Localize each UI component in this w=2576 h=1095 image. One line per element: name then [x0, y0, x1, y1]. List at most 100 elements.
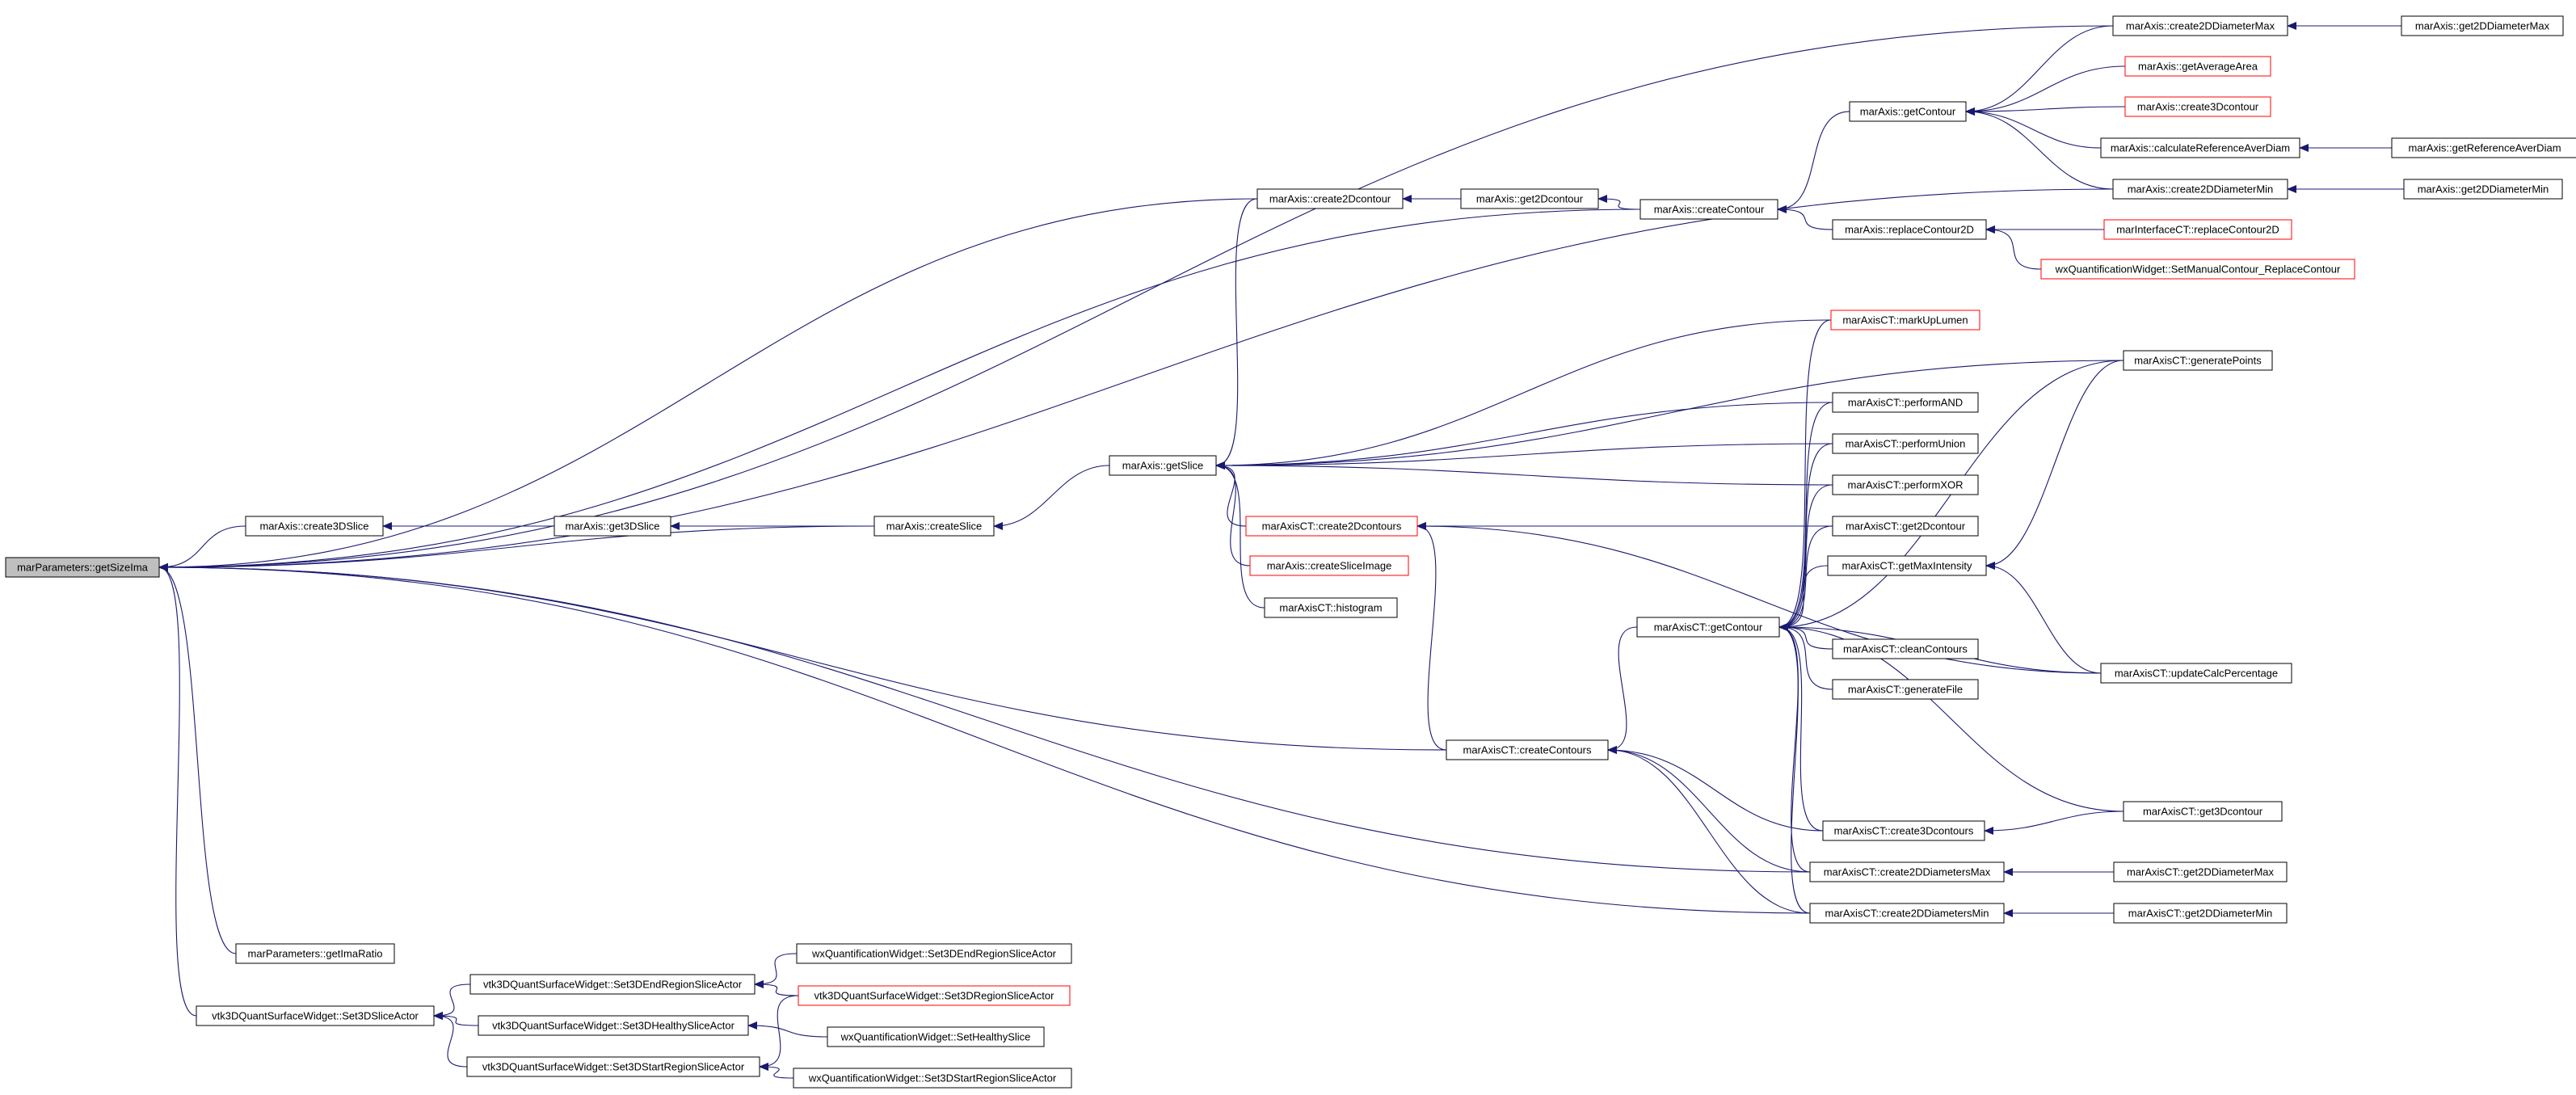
function-node-create2dcontour[interactable]: marAxis::create2Dcontour [1256, 188, 1404, 209]
node-box[interactable] [466, 1056, 760, 1077]
function-node-getrefaverdiam[interactable]: marAxis::getReferenceAverDiam [2391, 137, 2576, 158]
function-node-ctgetmaxintensity[interactable]: marAxisCT::getMaxIntensity [1827, 555, 1987, 576]
node-box[interactable] [2113, 861, 2288, 882]
node-box[interactable] [1460, 188, 1599, 209]
function-node-getsizeima[interactable]: marParameters::getSizeIma [5, 557, 160, 578]
node-box[interactable] [2391, 137, 2576, 158]
node-box[interactable] [2403, 179, 2563, 200]
function-node-ctperformxor[interactable]: marAxisCT::performXOR [1832, 474, 1979, 495]
function-node-createsliceimage[interactable]: marAxis::createSliceImage [1249, 555, 1409, 576]
node-box[interactable] [1832, 679, 1979, 700]
node-box[interactable] [2113, 903, 2288, 924]
function-node-get2dcontour[interactable]: marAxis::get2Dcontour [1460, 188, 1599, 209]
node-box[interactable] [235, 943, 395, 964]
function-node-getaveragearea[interactable]: marAxis::getAverageArea [2124, 56, 2271, 77]
function-node-set3dendregion[interactable]: vtk3DQuantSurfaceWidget::Set3DEndRegionS… [469, 974, 756, 995]
function-node-set3dstartregion[interactable]: vtk3DQuantSurfaceWidget::Set3DStartRegio… [466, 1056, 760, 1077]
node-box[interactable] [873, 516, 995, 537]
node-box[interactable] [2103, 219, 2292, 240]
function-node-get3dslice[interactable]: marAxis::get3DSlice [554, 516, 671, 537]
node-box[interactable] [2123, 801, 2283, 822]
function-node-set3dregion[interactable]: vtk3DQuantSurfaceWidget::Set3DRegionSlic… [798, 985, 1071, 1006]
node-box[interactable] [2401, 15, 2564, 36]
node-box[interactable] [1639, 199, 1778, 220]
function-node-ctperformand[interactable]: marAxisCT::performAND [1832, 392, 1979, 413]
node-box[interactable] [1832, 219, 1987, 240]
function-node-ctgetcontour[interactable]: marAxisCT::getContour [1636, 617, 1780, 638]
node-box[interactable] [1264, 597, 1398, 618]
node-box[interactable] [1809, 861, 2005, 882]
function-node-ctget2ddiametermin[interactable]: marAxisCT::get2DDiameterMin [2113, 903, 2288, 924]
node-box[interactable] [1832, 516, 1979, 537]
node-box[interactable] [1830, 310, 1980, 331]
function-node-createslice[interactable]: marAxis::createSlice [873, 516, 995, 537]
node-box[interactable] [196, 1005, 435, 1026]
function-node-getslice[interactable]: marAxis::getSlice [1109, 455, 1217, 476]
node-box[interactable] [1245, 516, 1418, 537]
function-node-ctgeneratepoints[interactable]: marAxisCT::generatePoints [2123, 350, 2273, 371]
function-node-getcontour[interactable]: marAxis::getContour [1849, 101, 1967, 122]
function-node-ctupdatecalcpercentage[interactable]: marAxisCT::updateCalcPercentage [2100, 663, 2292, 684]
function-node-create2ddiametermin[interactable]: marAxis::create2DDiameterMin [2112, 179, 2288, 200]
node-box[interactable] [1636, 617, 1780, 638]
node-box[interactable] [554, 516, 671, 537]
function-node-ctgeneratefile[interactable]: marAxisCT::generateFile [1832, 679, 1979, 700]
function-node-ctcreatecontours[interactable]: marAxisCT::createContours [1446, 739, 1609, 760]
node-box[interactable] [2100, 663, 2292, 684]
node-box[interactable] [2124, 56, 2271, 77]
node-box[interactable] [827, 1026, 1045, 1047]
function-node-wxsetmanualcontour[interactable]: wxQuantificationWidget::SetManualContour… [2040, 259, 2355, 280]
function-node-ctmarkuplumen[interactable]: marAxisCT::markUpLumen [1830, 310, 1980, 331]
function-node-create3dcontour[interactable]: marAxis::create3Dcontour [2124, 96, 2271, 117]
function-node-ctcreate2ddiametersmin[interactable]: marAxisCT::create2DDiametersMin [1809, 903, 2005, 924]
node-box[interactable] [1849, 101, 1967, 122]
node-box[interactable] [1809, 903, 2005, 924]
function-node-ctcreate3dcontours[interactable]: marAxisCT::create3Dcontours [1822, 820, 1985, 841]
function-node-createcontour[interactable]: marAxis::createContour [1639, 199, 1778, 220]
function-node-get2ddiametermin[interactable]: marAxis::get2DDiameterMin [2403, 179, 2563, 200]
function-node-ifreplacecontour2d[interactable]: marInterfaceCT::replaceContour2D [2103, 219, 2292, 240]
node-box[interactable] [2124, 96, 2271, 117]
function-node-create3dslice[interactable]: marAxis::create3DSlice [245, 516, 384, 537]
node-box[interactable] [1827, 555, 1987, 576]
node-box[interactable] [469, 974, 756, 995]
node-box[interactable] [1256, 188, 1404, 209]
node-box[interactable] [1822, 820, 1985, 841]
function-node-create2ddiametermax[interactable]: marAxis::create2DDiameterMax [2112, 15, 2288, 36]
node-box[interactable] [1832, 638, 1979, 659]
node-box[interactable] [2112, 179, 2288, 200]
node-box[interactable] [1109, 455, 1217, 476]
node-box[interactable] [793, 1068, 1072, 1089]
function-node-getimaratio[interactable]: marParameters::getImaRatio [235, 943, 395, 964]
function-node-wxset3dstartregion[interactable]: wxQuantificationWidget::Set3DStartRegion… [793, 1068, 1072, 1089]
node-box[interactable] [245, 516, 384, 537]
function-node-ctget3dcontour[interactable]: marAxisCT::get3Dcontour [2123, 801, 2283, 822]
function-node-ctcreate2ddiametersmax[interactable]: marAxisCT::create2DDiametersMax [1809, 861, 2005, 882]
function-node-ctcreate2dcontours[interactable]: marAxisCT::create2Dcontours [1245, 516, 1418, 537]
node-box[interactable] [1832, 392, 1979, 413]
node-box[interactable] [2100, 137, 2300, 158]
node-box[interactable] [2123, 350, 2273, 371]
function-node-ctget2dcontour[interactable]: marAxisCT::get2Dcontour [1832, 516, 1979, 537]
function-node-ctperformunion[interactable]: marAxisCT::performUnion [1832, 433, 1979, 454]
function-node-ctcleancontours[interactable]: marAxisCT::cleanContours [1832, 638, 1979, 659]
function-node-set3dhealthy[interactable]: vtk3DQuantSurfaceWidget::Set3DHealthySli… [478, 1015, 749, 1036]
function-node-calcrefaverdiam[interactable]: marAxis::calculateReferenceAverDiam [2100, 137, 2300, 158]
node-box[interactable] [1249, 555, 1409, 576]
node-box[interactable] [796, 943, 1072, 964]
node-box[interactable] [1832, 474, 1979, 495]
node-box[interactable] [5, 557, 160, 578]
node-box[interactable] [2040, 259, 2355, 280]
node-box[interactable] [478, 1015, 749, 1036]
node-box[interactable] [798, 985, 1071, 1006]
function-node-replacecontour2d[interactable]: marAxis::replaceContour2D [1832, 219, 1987, 240]
node-box[interactable] [1446, 739, 1609, 760]
function-node-ctget2ddiametermax[interactable]: marAxisCT::get2DDiameterMax [2113, 861, 2288, 882]
function-node-get2ddiametermax[interactable]: marAxis::get2DDiameterMax [2401, 15, 2564, 36]
node-box[interactable] [1832, 433, 1979, 454]
node-box[interactable] [2112, 15, 2288, 36]
function-node-wxsethealthyslice[interactable]: wxQuantificationWidget::SetHealthySlice [827, 1026, 1045, 1047]
function-node-set3dsliceactor[interactable]: vtk3DQuantSurfaceWidget::Set3DSliceActor [196, 1005, 435, 1026]
function-node-cthistogram[interactable]: marAxisCT::histogram [1264, 597, 1398, 618]
function-node-wxset3dendregion[interactable]: wxQuantificationWidget::Set3DEndRegionSl… [796, 943, 1072, 964]
